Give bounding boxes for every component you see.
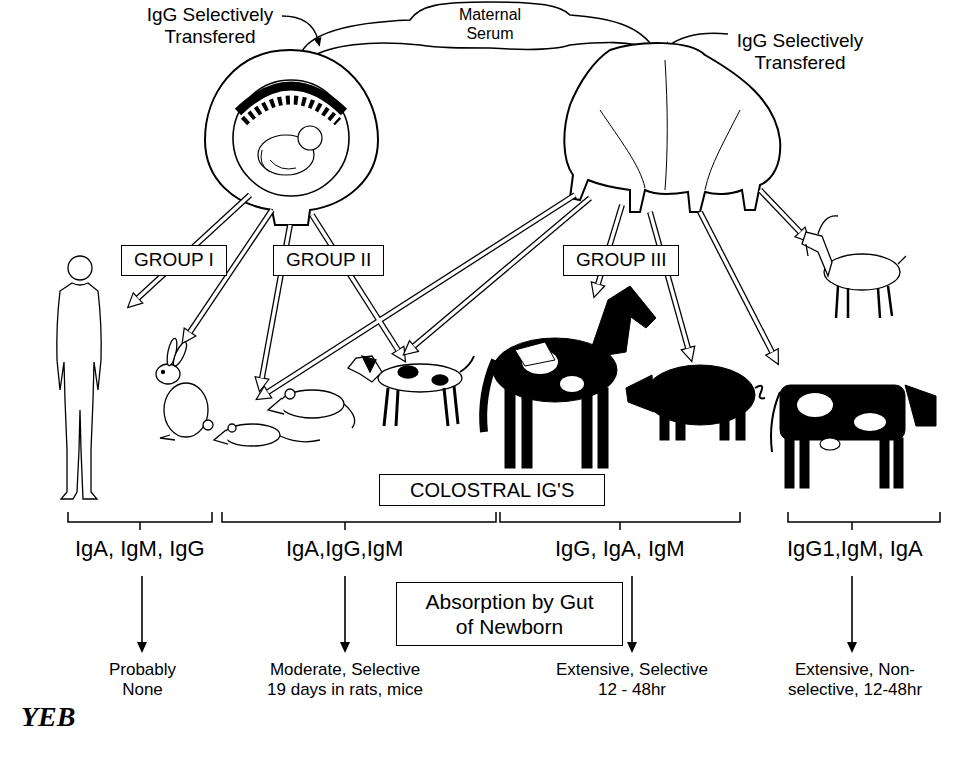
- absorption-result: Extensive, Selective 12 - 48hr: [552, 660, 712, 700]
- uterus-drawing: [205, 50, 378, 225]
- group-box: GROUP II: [273, 245, 384, 276]
- immunoglobulin-list: IgG1,IgM, IgA: [787, 536, 923, 562]
- box-text: GROUP I: [134, 249, 214, 272]
- human-figure: [57, 256, 101, 499]
- absorption-result: Moderate, Selective 19 days in rats, mic…: [260, 660, 430, 700]
- udder-drawing: [564, 43, 780, 212]
- serum-outline: [300, 2, 655, 58]
- absorption-result: Probably None: [95, 660, 190, 700]
- horse-figure: [483, 286, 656, 468]
- absorption-result: Extensive, Non-selective, 12-48hr: [785, 660, 925, 700]
- signature: YEB: [21, 700, 75, 733]
- goat-figure: [802, 216, 906, 318]
- transfer-arrows: [138, 190, 800, 392]
- box-text: Absorption by Gut of Newborn: [417, 589, 602, 639]
- rabbit-figure: [156, 337, 213, 440]
- group-box: GROUP III: [563, 245, 679, 276]
- immunoglobulin-list: IgA, IgM, IgG: [75, 536, 205, 562]
- colostral-box: COLOSTRAL IG'S: [379, 474, 605, 506]
- box-text: COLOSTRAL IG'S: [410, 478, 574, 502]
- serum-label: Maternal Serum: [445, 6, 535, 44]
- box-text: GROUP III: [576, 249, 666, 272]
- pig-figure: [626, 365, 765, 440]
- transfer-arrow: [282, 16, 318, 40]
- transfer-arrows: [138, 190, 800, 392]
- group-bracket: [68, 512, 940, 530]
- absorption-box: Absorption by Gut of Newborn: [396, 582, 623, 646]
- immunoglobulin-list: IgG, IgA, IgM: [555, 536, 685, 562]
- rodent-figure: [214, 389, 355, 446]
- box-text: GROUP II: [286, 249, 371, 272]
- immunoglobulin-list: IgA,IgG,IgM: [286, 536, 403, 562]
- dog-figure: [348, 356, 474, 426]
- transfer-label: IgG Selectively Transfered: [130, 4, 290, 49]
- cow-figure: [771, 385, 936, 488]
- group-box: GROUP I: [121, 245, 227, 276]
- transfer-label: IgG Selectively Transfered: [720, 30, 880, 75]
